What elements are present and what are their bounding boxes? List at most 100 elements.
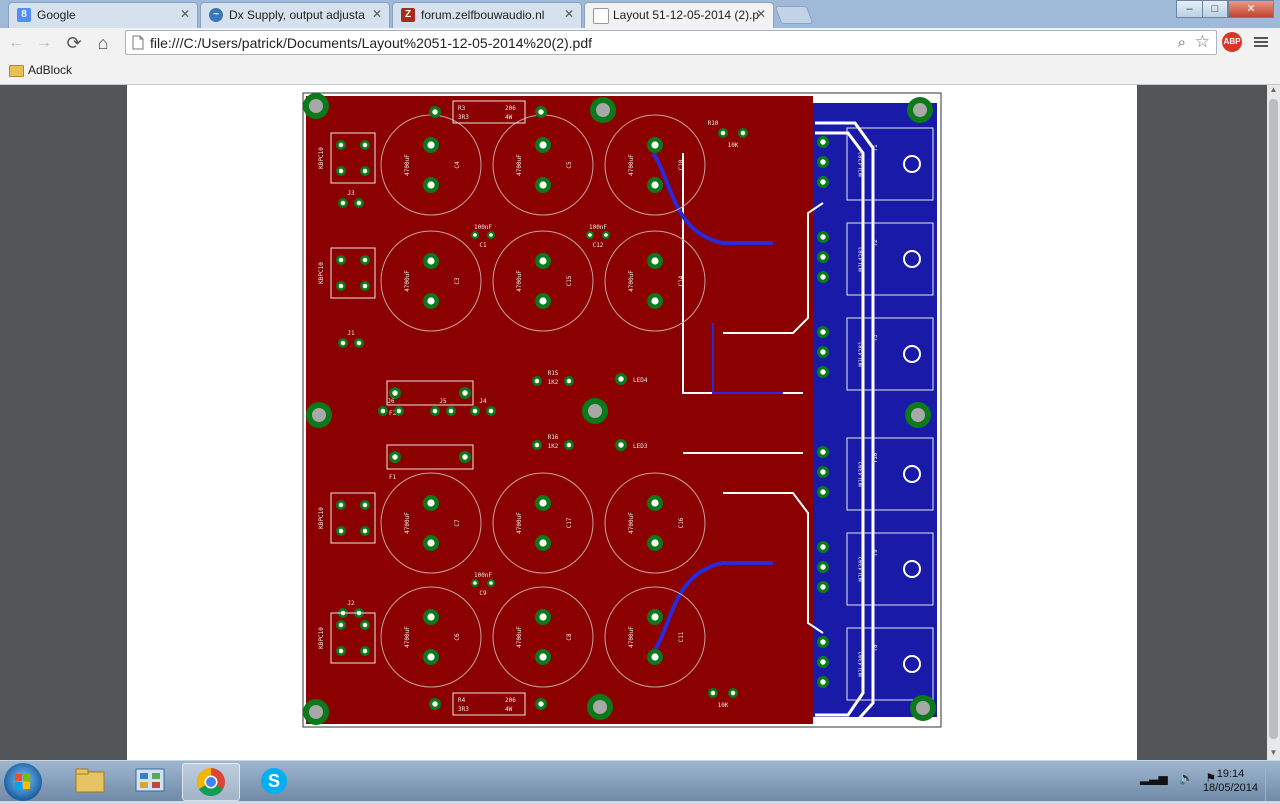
tab-title: forum.zelfbouwaudio.nl xyxy=(421,8,545,22)
cap-outline xyxy=(492,586,594,688)
tab-title: Google xyxy=(37,8,76,22)
pad-hole xyxy=(427,257,435,265)
trace xyxy=(723,202,824,334)
pad-hole xyxy=(489,581,493,585)
pad-hole xyxy=(820,349,826,355)
chrome-icon xyxy=(197,768,225,796)
clock[interactable]: 19:14 18/05/2014 xyxy=(1203,767,1258,795)
home-button[interactable]: ⌂ xyxy=(97,33,109,53)
bridge-rectifier: KBPC10 xyxy=(318,492,376,544)
pad-hole xyxy=(588,233,592,237)
fuse-name: F2 xyxy=(389,410,397,417)
resistor-rating: 4W xyxy=(505,114,513,121)
tab-dx-supply[interactable]: ~ Dx Supply, output adjusta ✕ xyxy=(200,2,390,28)
pad-hole xyxy=(338,168,344,174)
pad-hole xyxy=(604,233,608,237)
adblock-plus-button[interactable]: ABP xyxy=(1222,32,1242,52)
maximize-button[interactable]: □ xyxy=(1202,0,1228,18)
pad-hole xyxy=(362,283,368,289)
tab-google[interactable]: 8 Google ✕ xyxy=(8,2,198,28)
reload-button[interactable]: ⟳ xyxy=(66,33,82,53)
notification-flag-icon[interactable]: ⚑ xyxy=(1205,771,1217,785)
tab-zelfbouwaudio[interactable]: Z forum.zelfbouwaudio.nl ✕ xyxy=(392,2,582,28)
mounting-hole-center xyxy=(309,99,323,113)
scroll-down-icon[interactable]: ▼ xyxy=(1269,748,1278,757)
bridge-name: KBPC10 xyxy=(318,627,325,649)
pad-hole xyxy=(427,181,435,189)
close-tab-icon[interactable]: ✕ xyxy=(563,7,574,21)
close-tab-icon[interactable]: ✕ xyxy=(371,7,382,21)
pad-hole xyxy=(362,502,368,508)
pad-hole xyxy=(820,179,826,185)
pad-hole xyxy=(820,234,826,240)
cap-value: 4700uF xyxy=(628,154,635,176)
pad-hole xyxy=(340,200,346,206)
tab-layout-pdf[interactable]: Layout 51-12-05-2014 (2).p ✕ xyxy=(584,2,774,29)
pad-hole xyxy=(651,653,659,661)
scroll-up-icon[interactable]: ▲ xyxy=(1269,85,1278,94)
transistor-outline xyxy=(846,532,934,606)
transistor-outline xyxy=(846,627,934,701)
url-text[interactable]: file:///C:/Users/patrick/Documents/Layou… xyxy=(150,35,592,51)
forward-button[interactable]: → xyxy=(36,34,52,51)
back-button[interactable]: ← xyxy=(8,34,24,51)
close-tab-icon[interactable]: ✕ xyxy=(179,7,190,21)
search-icon[interactable]: ⌕ xyxy=(1177,34,1186,51)
scroll-thumb[interactable] xyxy=(1269,99,1278,739)
clock-date: 18/05/2014 xyxy=(1202,782,1258,794)
pad-hole xyxy=(720,130,726,136)
minimize-button[interactable]: – xyxy=(1176,0,1203,18)
pad-hole xyxy=(618,442,624,448)
vertical-scrollbar[interactable]: ▲ ▼ xyxy=(1267,85,1280,760)
jumper-name: J2 xyxy=(347,600,355,607)
resistor-value: 10K xyxy=(718,702,729,709)
volume-icon[interactable]: 🔈 xyxy=(1179,771,1194,785)
cap-value: 4700uF xyxy=(404,270,411,292)
cap-outline xyxy=(492,472,594,574)
mounting-hole xyxy=(907,97,933,123)
close-tab-icon[interactable]: ✕ xyxy=(755,7,766,21)
start-button[interactable] xyxy=(4,763,42,801)
taskbar-explorer[interactable] xyxy=(62,763,118,799)
pad-hole xyxy=(651,499,659,507)
bookmark-star-icon[interactable]: ☆ xyxy=(1194,32,1210,51)
transistor-outline xyxy=(846,437,934,511)
traces-layer xyxy=(651,121,875,725)
close-window-button[interactable]: ✕ xyxy=(1228,0,1274,18)
resistor-package: 206 xyxy=(505,697,516,704)
resistor-value: 3R3 xyxy=(458,706,469,713)
cap-value: 4700uF xyxy=(516,626,523,648)
resistor-value: 10K xyxy=(728,142,739,149)
taskbar-control-panel[interactable] xyxy=(122,763,178,799)
pad-hole xyxy=(338,528,344,534)
pad-hole xyxy=(427,297,435,305)
taskbar-skype[interactable]: S xyxy=(246,763,302,799)
show-desktop-button[interactable] xyxy=(1265,761,1280,801)
new-tab-button[interactable] xyxy=(774,6,814,24)
signal-icon[interactable]: ▂▃▅ xyxy=(1140,771,1168,785)
jumper-name: J3 xyxy=(347,190,355,197)
menu-icon[interactable] xyxy=(1254,35,1268,49)
resistor-name: R3 xyxy=(458,105,466,112)
trace xyxy=(815,131,865,717)
skype-icon: S xyxy=(261,768,287,794)
pad-hole xyxy=(539,181,547,189)
pad-hole xyxy=(362,648,368,654)
jumper-j5: J5 xyxy=(430,398,456,416)
taskbar-chrome[interactable] xyxy=(182,763,240,801)
cap-name: C6 xyxy=(454,633,461,641)
pad-hole xyxy=(462,390,468,396)
mounting-hole-center xyxy=(593,700,607,714)
bookmark-adblock[interactable]: AdBlock xyxy=(28,63,73,77)
mounting-hole-center xyxy=(596,103,610,117)
cap-name: C5 xyxy=(566,161,573,169)
address-bar[interactable]: file:///C:/Users/patrick/Documents/Layou… xyxy=(125,30,1217,55)
resistor-name: R4 xyxy=(458,697,466,704)
cap-name: C15 xyxy=(566,275,573,286)
windows-logo-icon xyxy=(15,774,30,789)
transistor-hole xyxy=(903,465,921,483)
pad-hole xyxy=(338,283,344,289)
